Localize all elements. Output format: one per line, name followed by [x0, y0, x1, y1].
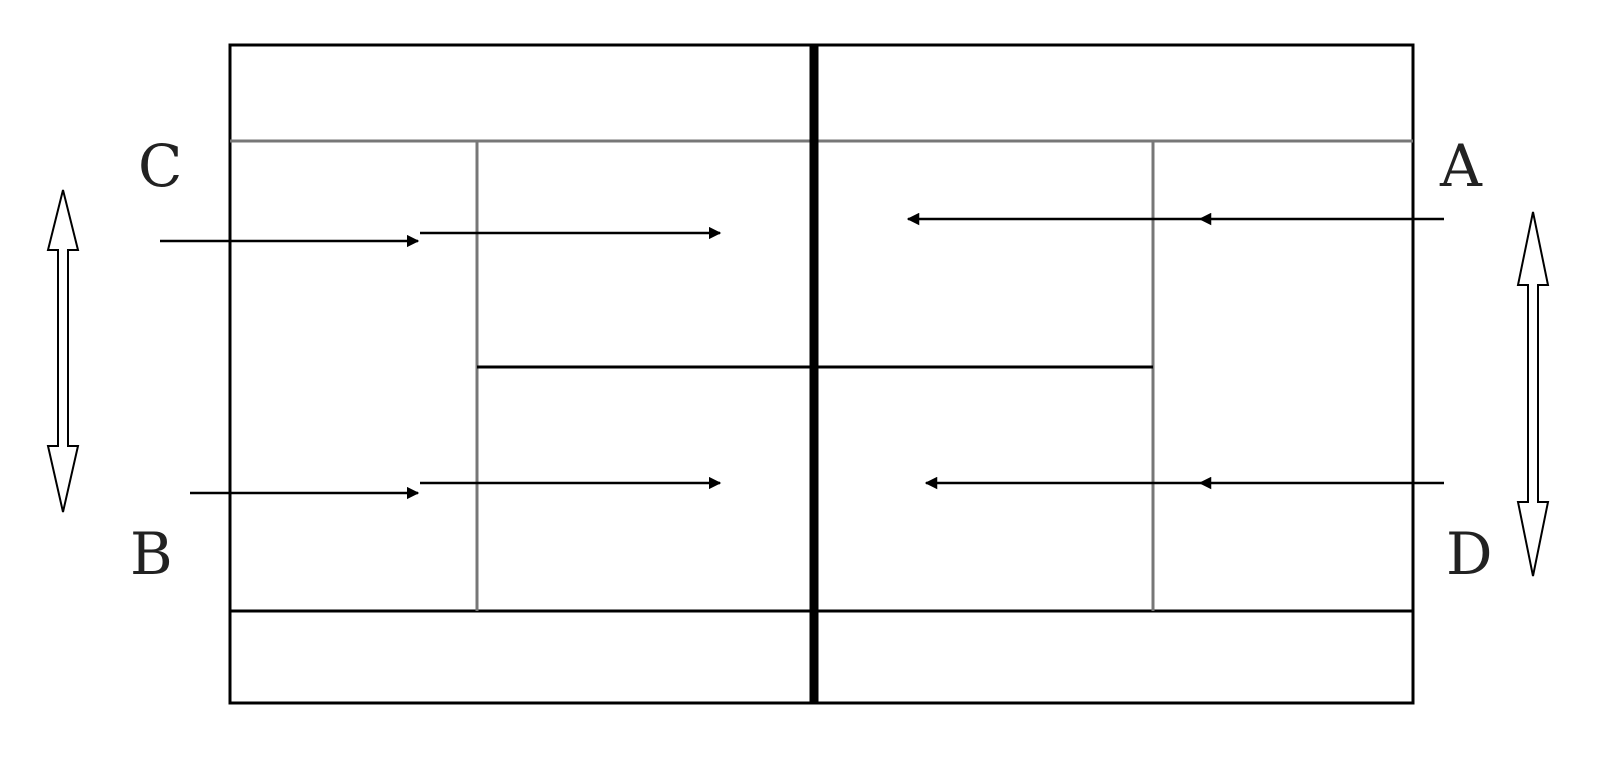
player-label-b: B [130, 520, 173, 588]
left-double-arrow-icon [46, 189, 80, 513]
player-label-a: A [1439, 132, 1483, 200]
court-outline [228, 43, 1415, 705]
player-label-c: C [138, 132, 182, 200]
right-double-arrow-icon [1516, 211, 1550, 577]
player-label-d: D [1446, 520, 1493, 588]
